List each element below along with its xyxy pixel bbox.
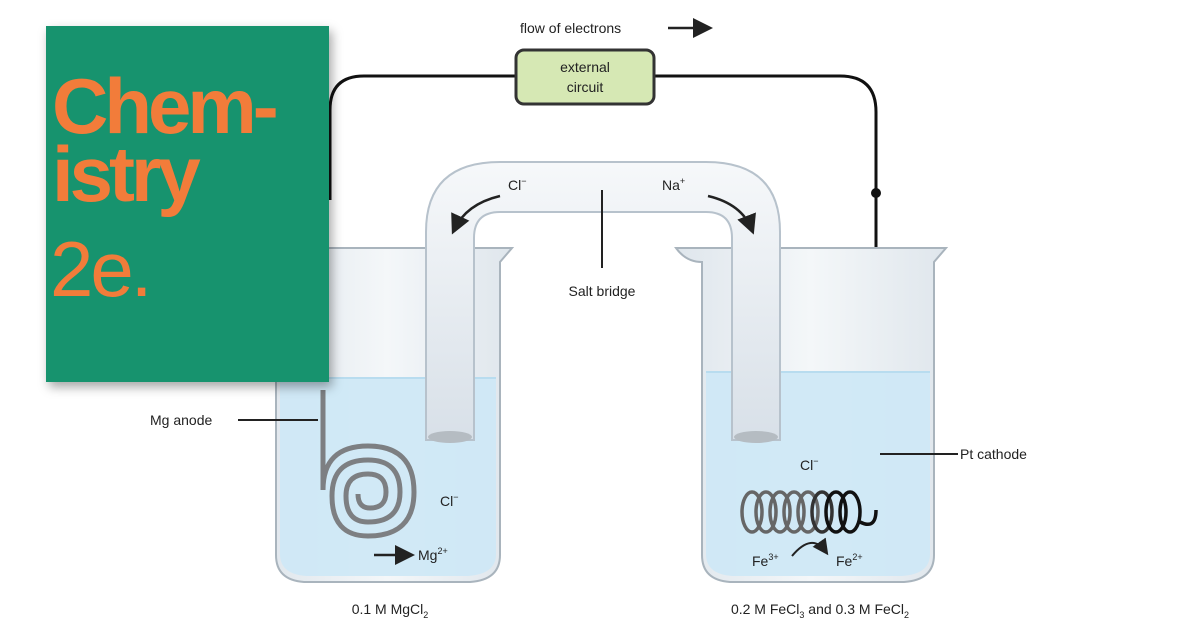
pt-cathode-coil <box>740 490 878 534</box>
bridge-anion-label: Cl− <box>508 176 527 193</box>
mg-anode-coil <box>320 390 417 539</box>
external-circuit-line-1: external <box>560 59 610 75</box>
external-circuit-line-2: circuit <box>567 79 604 95</box>
pt-cathode-label: Pt cathode <box>960 446 1027 462</box>
left-wire <box>328 74 518 200</box>
right-chloride-ion-label: Cl− <box>800 456 819 473</box>
book-cover-title: Chem- istry <box>52 62 279 218</box>
fe3-ion-label: Fe3+ <box>752 552 779 569</box>
right-solution-label: 0.2 M FeCl3 and 0.3 M FeCl2 <box>731 601 909 620</box>
bridge-cation-arrow-icon <box>707 194 756 235</box>
salt-bridge-label: Salt bridge <box>569 283 636 299</box>
fe2-ion-label: Fe2+ <box>836 552 863 569</box>
book-title-line-2: istry <box>52 130 201 218</box>
book-title-line-1: Chem- <box>52 62 279 150</box>
bridge-cation-label: Na+ <box>662 176 685 193</box>
right-wire <box>654 74 878 520</box>
external-circuit-box <box>514 48 656 106</box>
fe-reduction-arrow-icon <box>791 537 829 557</box>
bridge-anion-arrow-icon <box>451 194 501 235</box>
left-chloride-ion-label: Cl− <box>440 492 459 509</box>
salt-bridge <box>425 161 781 441</box>
book-cover: Chem- istry 2e. <box>46 26 329 382</box>
salt-bridge-right-plug <box>734 431 778 443</box>
salt-bridge-left-plug <box>428 431 472 443</box>
flow-of-electrons-label: flow of electrons <box>520 20 621 36</box>
mg-ion-label: Mg2+ <box>418 546 448 563</box>
mg-anode-label: Mg anode <box>150 412 212 428</box>
right-wire-clip <box>871 188 881 198</box>
left-solution-label: 0.1 M MgCl2 <box>352 601 429 620</box>
book-edition: 2e. <box>50 225 152 313</box>
